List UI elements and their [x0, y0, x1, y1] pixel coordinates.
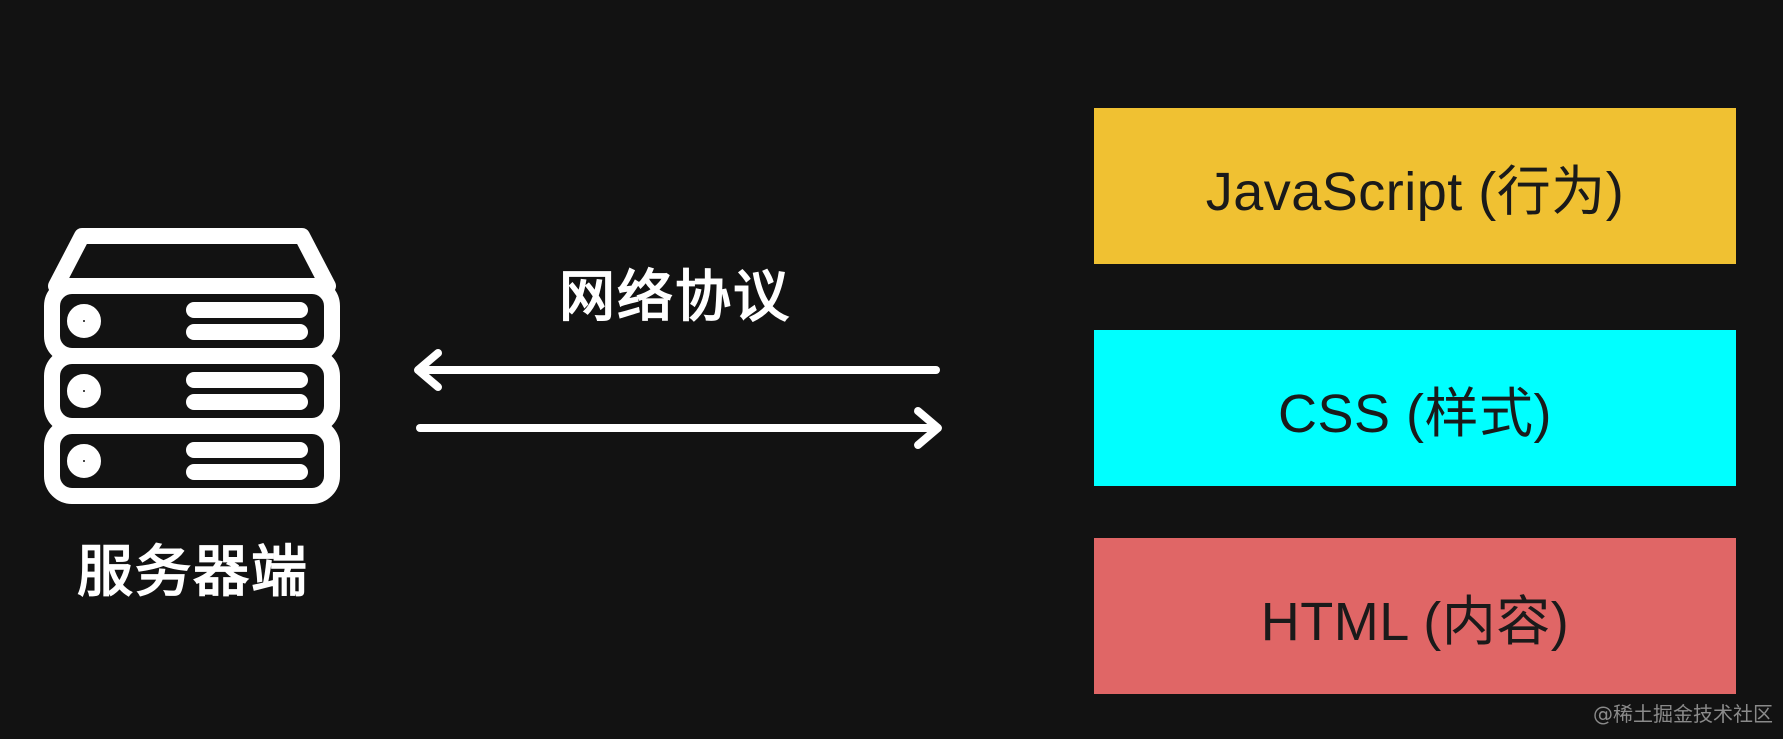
- left-arrow-icon: [414, 349, 940, 391]
- html-layer-label: HTML (内容): [1260, 591, 1570, 652]
- watermark: @稀土掘金技术社区: [1593, 702, 1773, 726]
- right-arrow-icon: [416, 407, 942, 449]
- server-label: 服务器端: [77, 540, 309, 605]
- protocol-arrows: [414, 349, 942, 449]
- css-layer-label: CSS (样式): [1278, 383, 1552, 444]
- html-layer: HTML (内容): [1094, 538, 1736, 694]
- css-layer: CSS (样式): [1094, 330, 1736, 486]
- server-stack-icon: [44, 228, 340, 504]
- javascript-layer: JavaScript (行为): [1094, 108, 1736, 264]
- network-protocol-label: 网络协议: [559, 265, 791, 330]
- javascript-layer-label: JavaScript (行为): [1205, 161, 1625, 222]
